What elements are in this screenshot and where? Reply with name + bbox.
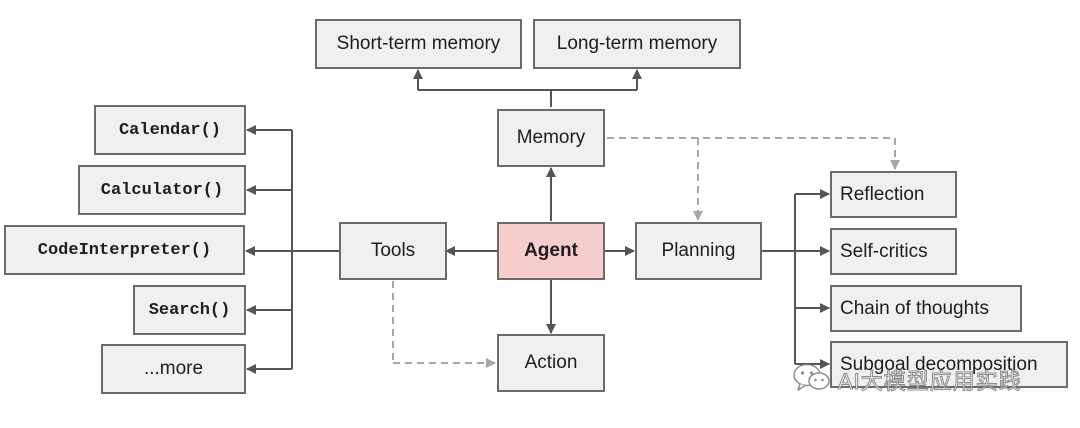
planning-self-critics-box: Self-critics bbox=[830, 228, 957, 275]
tools-box: Tools bbox=[339, 222, 447, 280]
planning-subgoal-decomposition-box: Subgoal decomposition bbox=[830, 341, 1068, 388]
planning-connectors bbox=[762, 189, 830, 369]
action-box: Action bbox=[497, 334, 605, 392]
tool-search-box: Search() bbox=[133, 285, 246, 335]
watermark: AI大模型应用实践 bbox=[792, 362, 1022, 399]
planning-box: Planning bbox=[635, 222, 762, 280]
agent-connectors bbox=[445, 167, 635, 334]
tools-connectors bbox=[245, 125, 339, 374]
tool-calculator-box: Calculator() bbox=[78, 165, 246, 215]
long-term-memory-box: Long-term memory bbox=[533, 19, 741, 69]
tool-codeinterpreter-box: CodeInterpreter() bbox=[4, 225, 245, 275]
tool-more-box: ...more bbox=[101, 344, 246, 394]
planning-reflection-box: Reflection bbox=[830, 171, 957, 218]
memory-types-connector bbox=[413, 69, 642, 107]
wechat-icon bbox=[792, 362, 832, 399]
agent-box: Agent bbox=[497, 222, 605, 280]
planning-chain-of-thoughts-box: Chain of thoughts bbox=[830, 285, 1022, 332]
tool-calendar-box: Calendar() bbox=[94, 105, 246, 155]
dashed-connectors bbox=[392, 137, 900, 368]
short-term-memory-box: Short-term memory bbox=[315, 19, 522, 69]
memory-box: Memory bbox=[497, 109, 605, 167]
watermark-text: AI大模型应用实践 bbox=[838, 369, 1022, 395]
